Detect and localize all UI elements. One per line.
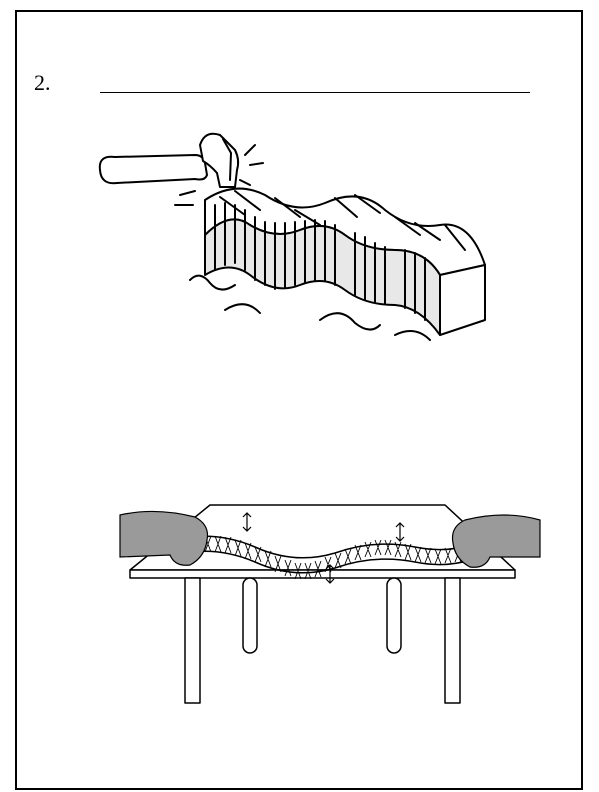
hammer-striking-block-icon (98, 132, 486, 341)
slinky-wave-on-table-icon (119, 504, 541, 704)
question-number: 2. (34, 70, 51, 95)
worksheet-frame (15, 10, 583, 790)
answer-blank-line[interactable] (100, 92, 530, 93)
